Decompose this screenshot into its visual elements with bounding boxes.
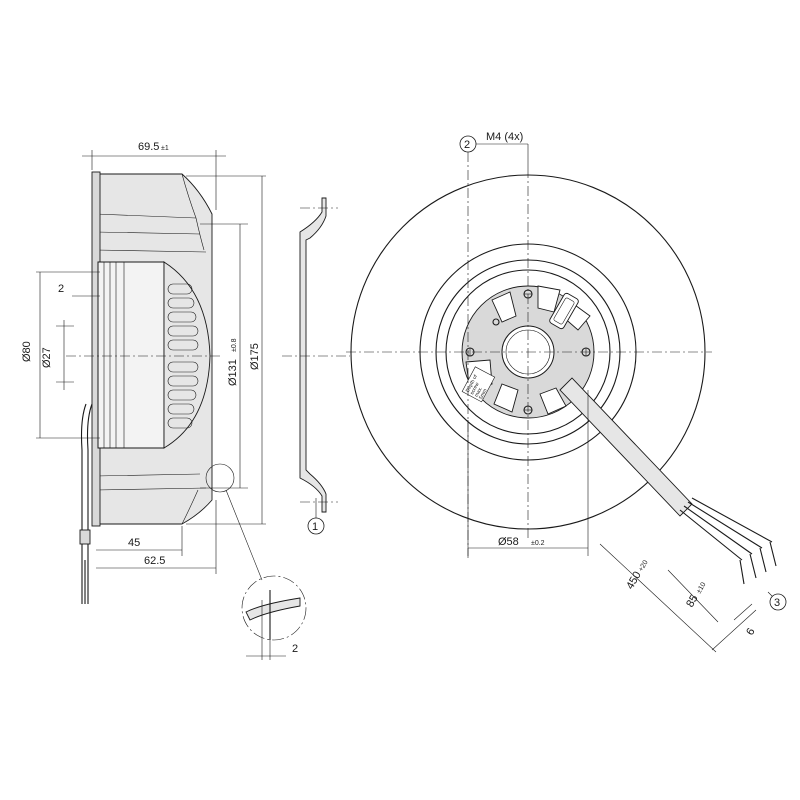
dim-screw: M4 (4x) [486, 131, 523, 143]
callout-2: 2 [464, 139, 470, 151]
dim-dia-58: Ø58 [498, 536, 519, 548]
dim-cable-len: 450 [624, 570, 644, 592]
screw-depth-line-4: 5mm [478, 388, 489, 401]
front-view-dimensions: 2 M4 (4x) Ø58 ±0.2 450 +20 85 ±10 6 3 [459, 131, 787, 653]
dim-dia-80: Ø80 [21, 341, 33, 362]
side-view-dimensions: 69.5 ±1 2 Ø80 Ø27 Ø131 ±0.8 Ø175 45 62.5 [21, 141, 266, 574]
dim-dia-58-tol: ±0.2 [531, 540, 545, 547]
screw-depth-line-2: screw [469, 381, 481, 396]
side-view [66, 171, 263, 604]
dim-detail-gap: 2 [292, 643, 298, 655]
dim-width-total-tol: ±1 [161, 145, 169, 152]
cable [559, 377, 777, 585]
dim-cable-len-tol: +20 [638, 559, 650, 573]
inlet-nozzle: 1 [282, 197, 350, 535]
screw-depth-line-3: max. [474, 386, 484, 398]
dim-dia-27: Ø27 [41, 347, 53, 368]
dim-gap: 2 [58, 283, 64, 295]
dim-wire-strip: 6 [744, 626, 757, 637]
dim-dia-131: Ø131 [227, 359, 239, 386]
dim-strip-len: 85 [684, 593, 701, 610]
detail-view: 2 [241, 575, 307, 660]
rotor-fins [167, 283, 199, 429]
dim-width-total: 69.5 [138, 141, 159, 153]
callout-3: 3 [774, 597, 780, 609]
dim-len-45: 45 [128, 537, 140, 549]
dim-strip-len-tol: ±10 [696, 581, 708, 595]
callout-1: 1 [312, 521, 318, 533]
dim-dia-175: Ø175 [249, 343, 261, 370]
dim-len-62: 62.5 [144, 555, 165, 567]
front-view: Depth of screw max. 5mm [346, 152, 777, 585]
dim-dia-131-tol: ±0.8 [231, 338, 238, 352]
